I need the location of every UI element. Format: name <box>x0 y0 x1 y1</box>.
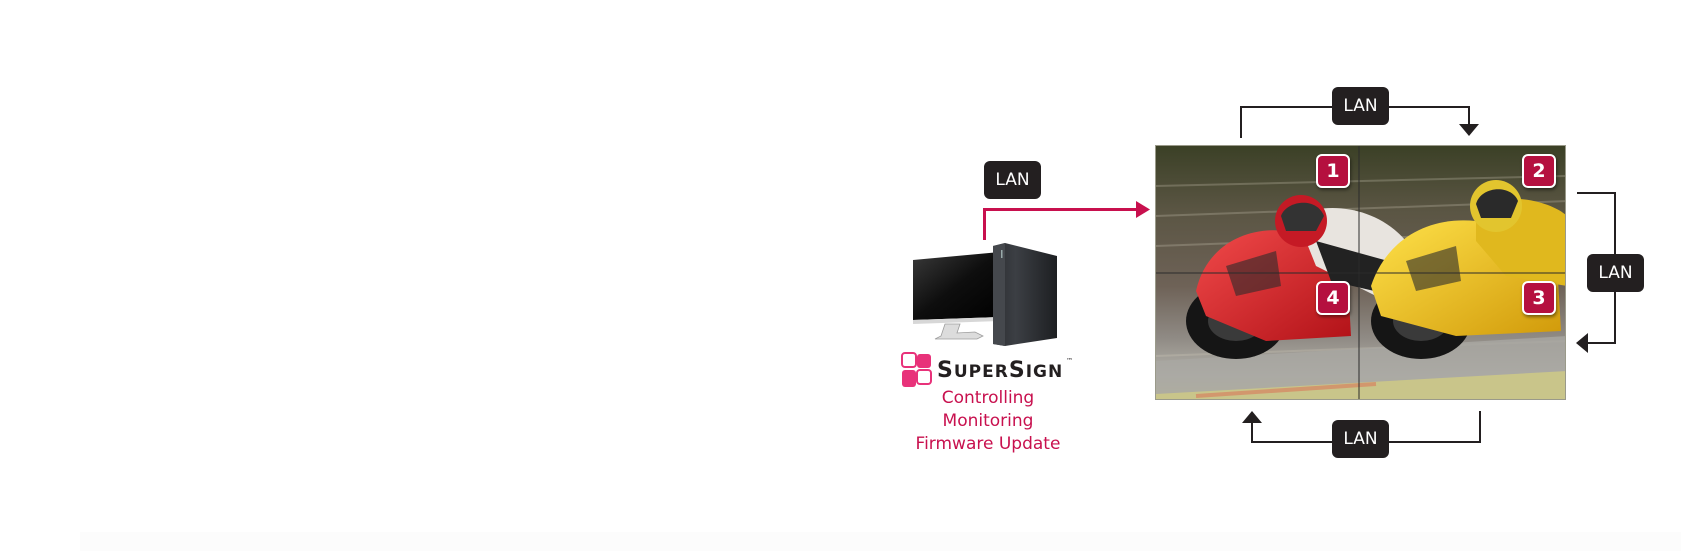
function-controlling: Controlling <box>941 388 1035 408</box>
panel-badge-2: 2 <box>1522 154 1556 188</box>
video-wall <box>1155 145 1566 400</box>
lan-label-bottom: LAN <box>1332 420 1389 458</box>
trademark-symbol: ™ <box>1066 357 1073 365</box>
bottom-band <box>80 532 1681 551</box>
bottom-link-left-vertical <box>1251 422 1253 443</box>
pc-lan-line-horizontal <box>983 208 1139 211</box>
arrow-left-icon <box>1576 333 1588 353</box>
lan-label-top: LAN <box>1332 87 1389 125</box>
right-link-bottom-horizontal <box>1586 342 1616 344</box>
panel-badge-1: 1 <box>1316 154 1350 188</box>
lan-label-right: LAN <box>1587 254 1644 292</box>
supersign-wordmark: SUPERSIGN <box>937 358 1064 383</box>
motorcycle-racing-photo <box>1156 146 1565 399</box>
function-monitoring: Monitoring <box>942 411 1034 431</box>
desktop-computer-icon <box>913 243 1057 346</box>
panel-badge-3: 3 <box>1522 281 1556 315</box>
top-link-right-vertical <box>1468 106 1470 126</box>
bottom-link-right-vertical <box>1479 411 1481 443</box>
right-link-top-horizontal <box>1577 192 1616 194</box>
supersign-logo-icon <box>901 352 932 387</box>
arrow-up-icon <box>1242 411 1262 423</box>
panel-badge-4: 4 <box>1316 281 1350 315</box>
arrow-right-icon <box>1136 201 1150 218</box>
pc-lan-line-vertical <box>983 208 986 240</box>
lan-label-pc: LAN <box>984 161 1041 199</box>
top-link-left-vertical <box>1240 106 1242 138</box>
arrow-down-icon <box>1459 124 1479 136</box>
function-firmware-update: Firmware Update <box>915 434 1061 454</box>
